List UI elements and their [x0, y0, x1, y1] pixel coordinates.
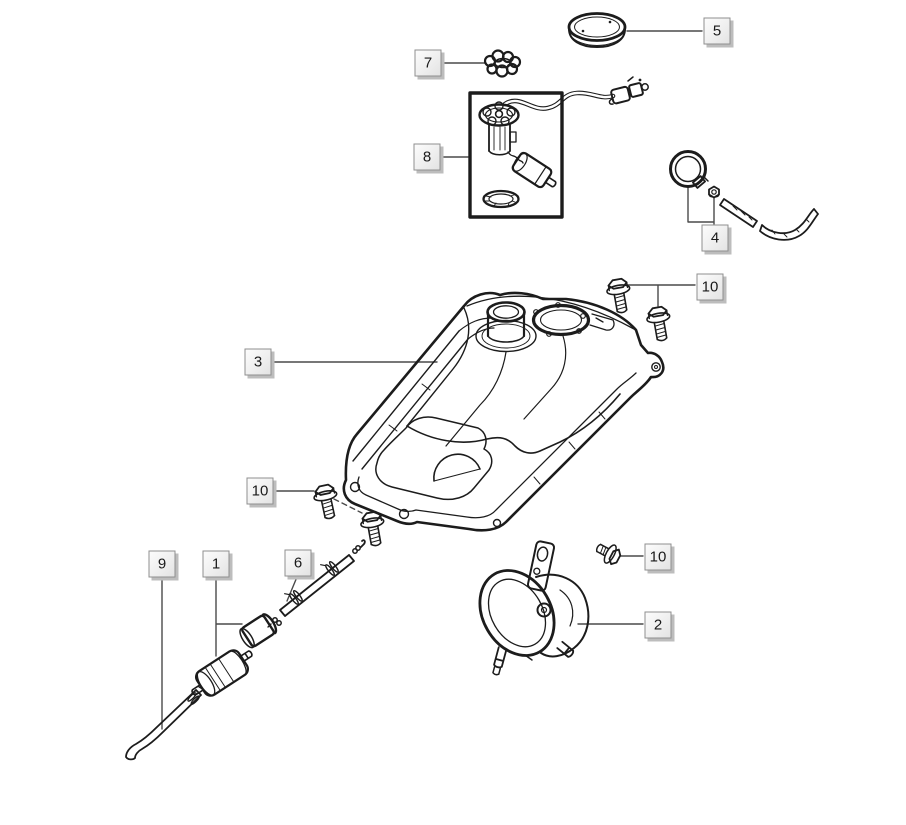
part-label-4[interactable]: 4	[701, 224, 729, 252]
pump-opening	[531, 302, 615, 337]
leader-10-left-dashed	[333, 498, 363, 514]
part-label-10[interactable]: 10	[246, 477, 274, 505]
part-label-2[interactable]: 2	[644, 611, 672, 639]
leader-1	[215, 577, 243, 657]
part-label-5[interactable]: 5	[703, 17, 731, 45]
part-label-10[interactable]: 10	[644, 543, 672, 571]
part-label-8[interactable]: 8	[413, 143, 441, 171]
rubber-sleeve-part	[239, 613, 278, 649]
leader-lines	[161, 30, 715, 730]
leader-6	[286, 576, 298, 602]
leader-4	[687, 186, 715, 225]
fuel-cap-part	[567, 12, 627, 48]
pump-assembly-box	[468, 91, 564, 219]
cap-gasket-part	[483, 49, 522, 78]
filler-neck	[475, 301, 537, 353]
valve-screw	[591, 537, 625, 569]
connector-hose-part	[267, 539, 366, 628]
part-label-6[interactable]: 6	[284, 549, 312, 577]
fuel-pump-assembly	[468, 76, 649, 219]
part-label-1[interactable]: 1	[202, 550, 230, 578]
fuel-tank-part	[342, 291, 665, 532]
wire-connector	[608, 76, 649, 105]
part-label-3[interactable]: 3	[244, 348, 272, 376]
part-label-7[interactable]: 7	[414, 49, 442, 77]
clamp-and-hose-part	[669, 150, 819, 241]
outlet-hose-part	[125, 686, 205, 761]
fuel-valve-part	[478, 540, 590, 676]
part-label-9[interactable]: 9	[148, 550, 176, 578]
leader-10-top	[626, 284, 696, 307]
part-label-10[interactable]: 10	[696, 273, 724, 301]
parts-artwork	[125, 12, 819, 761]
